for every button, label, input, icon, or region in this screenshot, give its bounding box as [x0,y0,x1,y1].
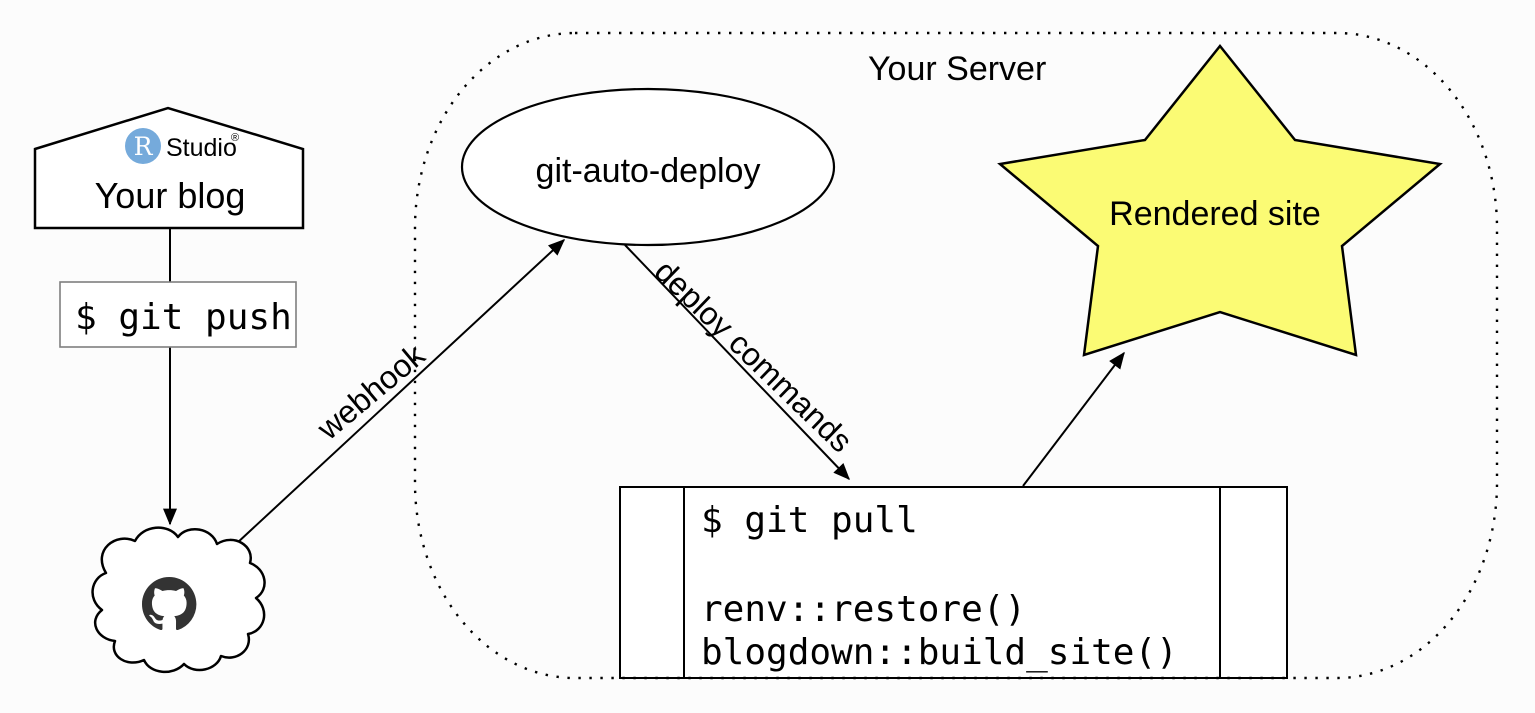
script-box [619,486,1288,679]
git-push-command: $ git push [75,297,292,338]
script-line-git-pull: $ git pull [701,500,918,541]
rendered-site-node: Rendered site [997,43,1443,357]
git-push-node: $ git push [59,281,297,348]
server-group-label: Your Server [868,50,1046,88]
server-group: Your Server [413,31,1499,680]
rstudio-logo-icon: R Studio ® [125,128,239,164]
git-auto-deploy-node: git-auto-deploy [460,87,836,247]
rstudio-ball-icon [125,128,161,164]
webhook-edge-label: webhook [310,336,433,447]
rstudio-r-letter: R [134,132,154,161]
rstudio-studio-text: Studio [166,134,237,162]
git-push-box [59,281,297,348]
deploy-commands-edge-label: deploy commands [648,253,860,459]
deploy-script-node: $ git pull renv::restore() blogdown::bui… [619,486,1288,679]
cloud-shape [91,526,266,673]
blog-house-node: R Studio ® Your blog [33,106,305,230]
github-cloud-node [91,526,266,673]
github-octocat-icon [142,577,197,631]
rendered-site-label: Rendered site [1109,195,1321,233]
script-line-renv-restore: renv::restore() [701,589,1026,630]
edge-build-to-site [1022,351,1125,487]
git-auto-deploy-label: git-auto-deploy [536,152,761,190]
edge-webhook [235,239,566,545]
house-shape [33,106,305,230]
script-line-blogdown-build: blogdown::build_site() [701,632,1178,673]
blog-label: Your blog [95,175,246,216]
edge-deploy-commands [624,244,850,481]
star-shape [997,43,1443,357]
ellipse-shape [460,87,836,247]
rstudio-registered-mark: ® [231,132,239,144]
